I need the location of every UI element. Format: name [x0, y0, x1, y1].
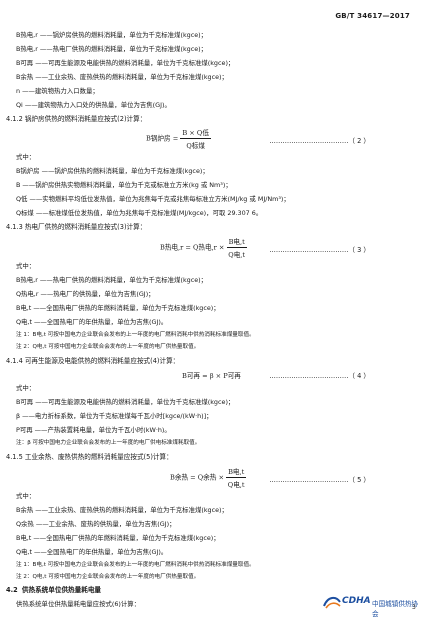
definition-line: B热电,r ——锅炉房供热的燃料消耗量，单位为千克标准煤(kgce)； — [16, 31, 208, 39]
definition-line: B余热 ——工业余热、废热供热的燃料消耗量，单位为千克标准煤(kgce)； — [16, 506, 228, 514]
fraction: B电,t Q电,t — [226, 236, 247, 259]
denominator: Q电,t — [227, 481, 245, 489]
definition-line: B可再 ——可再生能源及电能供热的燃料消耗量，单位为千克标准煤(kgce)； — [16, 398, 235, 406]
fraction: B × Q低 Q标煤 — [180, 127, 211, 150]
logo-text-cn: 中国城镇供热协会 — [372, 600, 419, 618]
denominator: Q标煤 — [186, 142, 205, 150]
numerator: B电,t — [226, 238, 247, 248]
definition-line: Q电,t ——全国热电厂的年供热量，单位为吉焦(GJ)。 — [16, 318, 168, 326]
definition-line: B电,t ——全国热电厂供热的年燃料消耗量，单位为千克标准煤(kgce)； — [16, 534, 220, 542]
definition-line: B热电,r ——热电厂供热的燃料消耗量，单位为千克标准煤(kgce)； — [16, 276, 208, 284]
formula-3: B热电,r = Q热电,r × B电,t Q电,t — [160, 236, 247, 259]
numerator: B电,t — [226, 468, 247, 478]
section-title-4-1-2: 4.1.2 锅炉房供热的燃料消耗量应按式(2)计算： — [6, 115, 147, 123]
note: 注：β 可按中国电力企业联合会发布的上一年度的电厂供电标准煤耗取值。 — [16, 440, 201, 446]
note: 注 1：B电,t 可按中国电力企业联合会发布的上一年度的电厂燃料消耗中供热消耗标… — [16, 562, 255, 568]
definition-line: B可再 ——可再生能源及电能供热的燃料消耗量，单位为千克标准煤(kgce)； — [16, 59, 235, 67]
definition-line: B ——锅炉房供热实物燃料消耗量，单位为千克或标准立方米(kg 或 Nm³)； — [16, 181, 232, 189]
where-label: 式中： — [16, 492, 36, 500]
equation-number: ………………………………（ 3 ） — [269, 246, 370, 254]
definition-line: Q标煤 ——标准煤低位发热值，单位为兆焦每千克标准煤(MJ/kgce)，可取 2… — [16, 209, 263, 217]
section-heading: 供热系统单位供热量耗电量 — [21, 586, 102, 594]
equation-number: ………………………………（ 2 ） — [269, 137, 370, 145]
section-title-4-2: 4.2 供热系统单位供热量耗电量 — [0, 586, 430, 594]
logo-mark-icon — [323, 596, 341, 609]
definition-line: Q余热 ——工业余热、废热的供热量，单位为吉焦(GJ)； — [16, 520, 176, 528]
formula-4: B可再 = β × P可再 — [182, 372, 241, 380]
where-label: 式中： — [16, 153, 36, 161]
definition-line: B热电,r ——热电厂供热的燃料消耗量，单位为千克标准煤(kgce)； — [16, 45, 208, 53]
definition-line: n ——建筑物热力入口数量； — [16, 87, 99, 95]
formula-lhs: B锅炉房 = — [146, 134, 179, 143]
where-label: 式中： — [16, 384, 36, 392]
standard-number: GB/T 34617—2017 — [335, 12, 410, 20]
equation-number: ………………………………（ 4 ） — [269, 372, 370, 380]
logo-text-en: CDHA — [342, 596, 371, 606]
definition-line: Q热电,r ——热电厂的供热量，单位为吉焦(GJ)； — [16, 290, 155, 298]
section-title-4-1-4: 4.1.4 可再生能源及电能供热的燃料消耗量应按式(4)计算： — [6, 357, 180, 365]
equation-number: ………………………………（ 5 ） — [269, 476, 370, 484]
where-label: 式中： — [16, 262, 36, 270]
association-logo: CDHA 中国城镇供热协会 — [322, 594, 422, 618]
numerator: B × Q低 — [180, 129, 211, 139]
formula-5: B余热 = Q余热 × B电,t Q电,t — [170, 466, 247, 489]
definition-line: Qi ——建筑物热力入口处的供热量，单位为吉焦(GJ)。 — [16, 101, 171, 109]
section-title-4-1-5: 4.1.5 工业余热、废热供热的燃料消耗量应按式(5)计算： — [6, 453, 173, 461]
definition-line: B锅炉房 ——锅炉房供热的燃料消耗量，单位为千克标准煤(kgce)； — [16, 167, 209, 175]
fraction: B电,t Q电,t — [226, 466, 247, 489]
definition-line: Q低 ——实物燃料平均低位发热值，单位为兆焦每千克或兆焦每标准立方米(MJ/kg… — [16, 195, 290, 203]
formula-lhs: B余热 = Q余热 × — [170, 473, 224, 482]
denominator: Q电,t — [228, 251, 246, 259]
section-title-4-1-3: 4.1.3 热电厂供热的燃料消耗量应按式(3)计算： — [6, 223, 147, 231]
section-number: 4.2 — [6, 586, 18, 594]
note: 注 1：B电,t 可按中国电力企业联合会发布的上一年度的电厂燃料消耗中供热消耗标… — [16, 332, 255, 338]
formula-2: B锅炉房 = B × Q低 Q标煤 — [146, 127, 211, 150]
note: 注 2：Q电,t 可按中国电力企业联合会发布的上一年度的电厂供热量取值。 — [16, 574, 200, 580]
page-number: 3 — [412, 604, 416, 611]
definition-line: P可再 ——产热装置耗电量，单位为千瓦小时(kW·h)。 — [16, 426, 171, 434]
definition-line: Q电,t ——全国热电厂的年供热量，单位为吉焦(GJ)。 — [16, 548, 168, 556]
formula-lhs: B热电,r = Q热电,r × — [160, 243, 225, 252]
definition-line: B电,t ——全国热电厂供热的年燃料消耗量，单位为千克标准煤(kgce)； — [16, 304, 220, 312]
definition-line: B余热 ——工业余热、废热供热的燃料消耗量，单位为千克标准煤(kgce)； — [16, 73, 228, 81]
note: 注 2：Q电,t 可按中国电力企业联合会发布的上一年度的电厂供热量取值。 — [16, 344, 200, 350]
section-body: 供热系统单位供热量耗电量应按式(6)计算： — [16, 600, 141, 608]
definition-line: β ——电力折标系数，单位为千克标准煤每千瓦小时[kgce/(kW·h)]； — [16, 412, 213, 420]
